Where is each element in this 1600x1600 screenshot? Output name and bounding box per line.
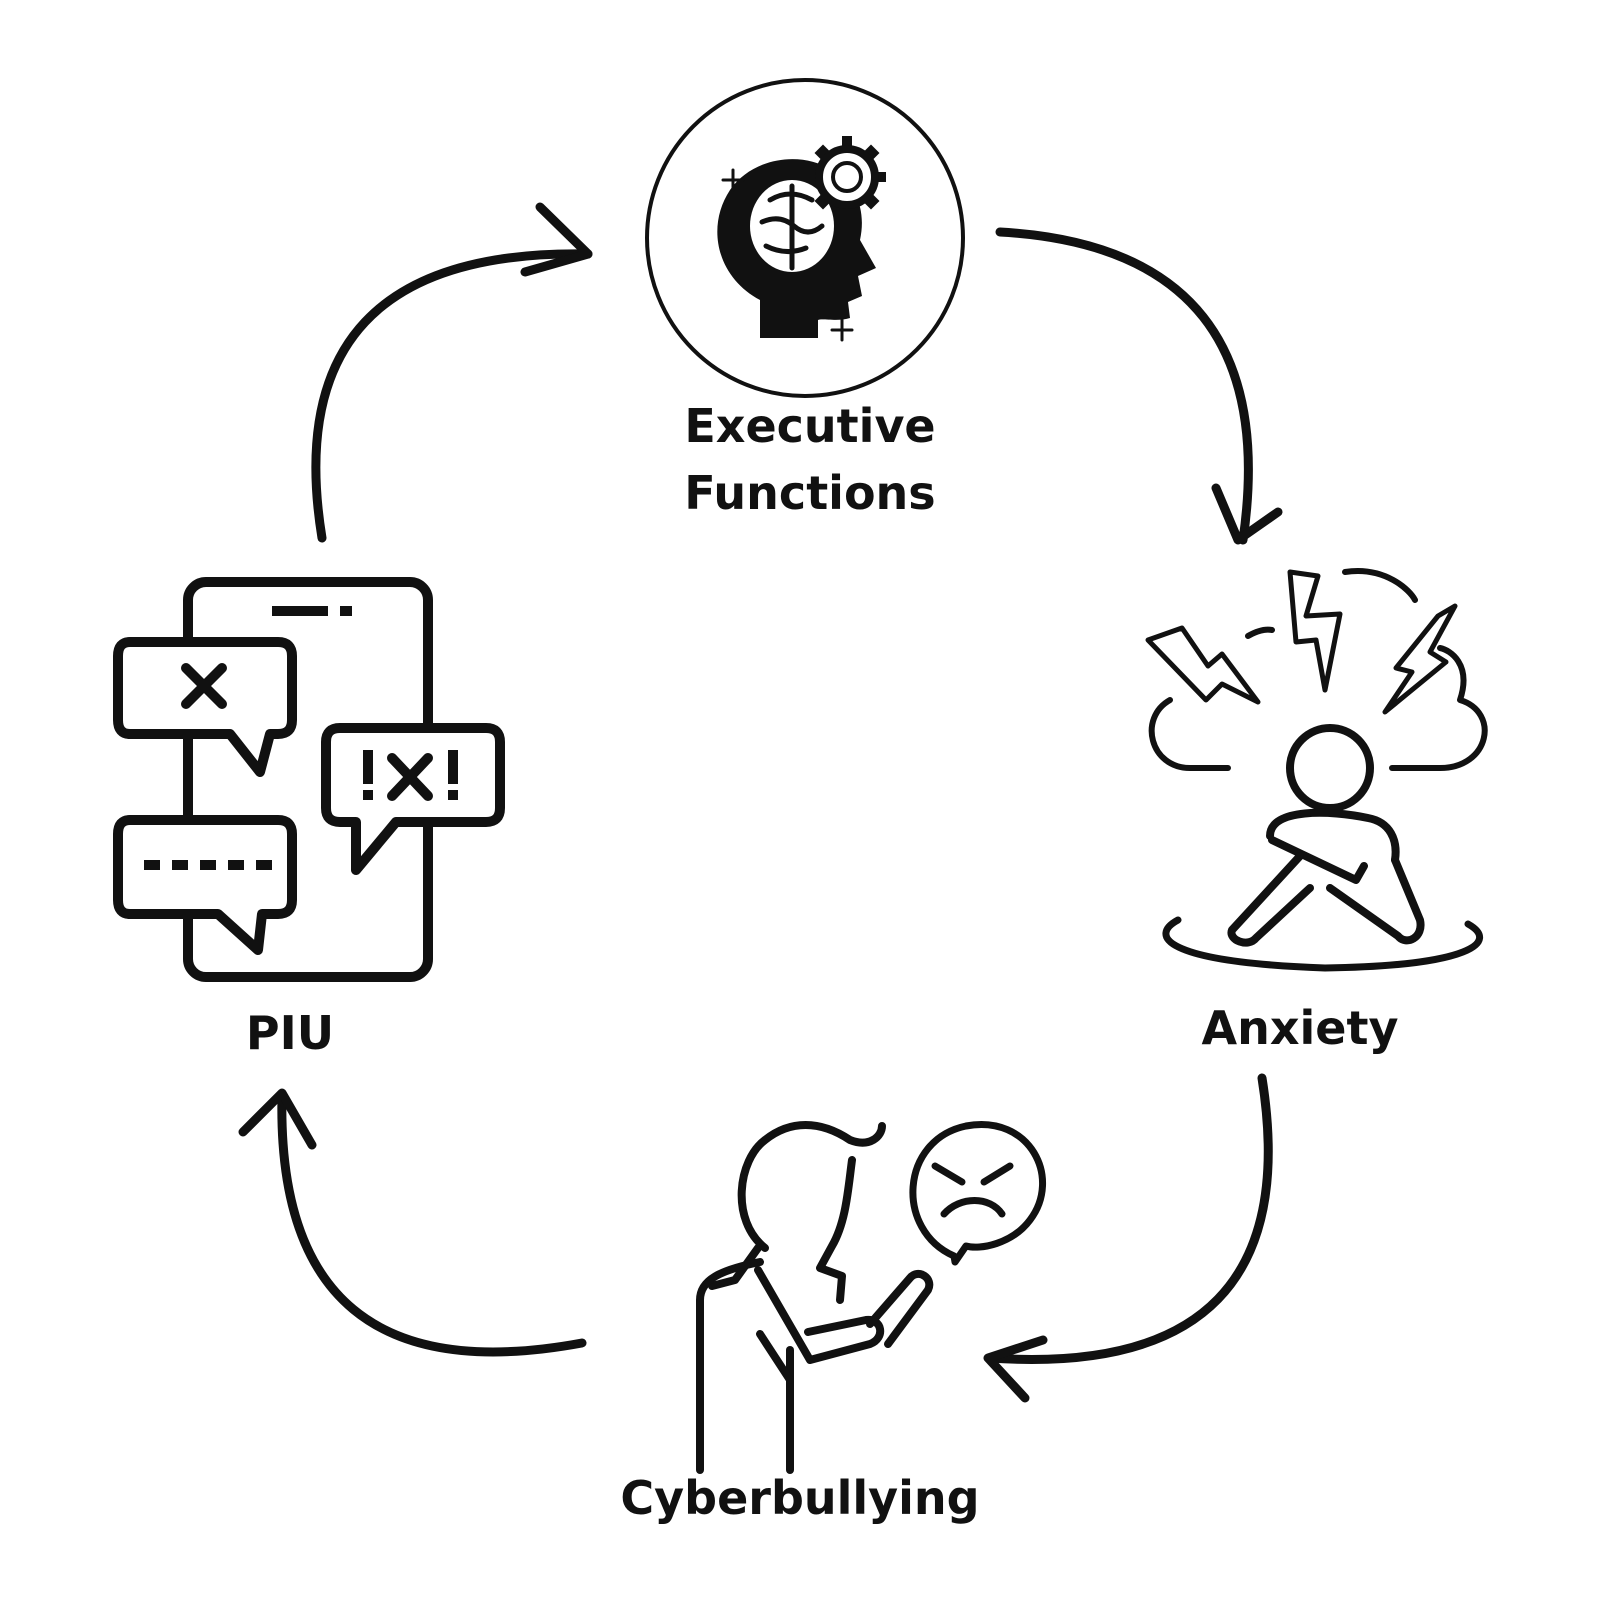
arrow-cyberbullying-to-piu [238,1088,587,1357]
lightning-icon [1145,569,1458,715]
head-brain-gear-icon [645,78,965,398]
executive-label-line2: Functions [684,465,936,520]
node-label-cyberbullying: Cyberbullying [620,1471,980,1525]
phone-icon [866,1269,934,1348]
gear-icon [808,136,886,218]
arrow-executive-to-anxiety [995,227,1283,545]
node-label-executive-functions: Executive Functions [640,393,980,526]
anxious-person-icon [1145,568,1488,972]
arrow-piu-to-executive [311,202,593,543]
executive-label-line1: Executive [684,399,936,453]
angry-emoji-icon [909,1121,1046,1266]
arrow-anxiety-to-cyberbullying [983,1073,1273,1403]
node-label-anxiety: Anxiety [1201,1001,1399,1055]
person-phone-angry-emoji-icon [696,1121,1046,1474]
node-label-piu: PIU [245,1006,335,1060]
phone-chat-bubbles-icon [113,577,505,982]
